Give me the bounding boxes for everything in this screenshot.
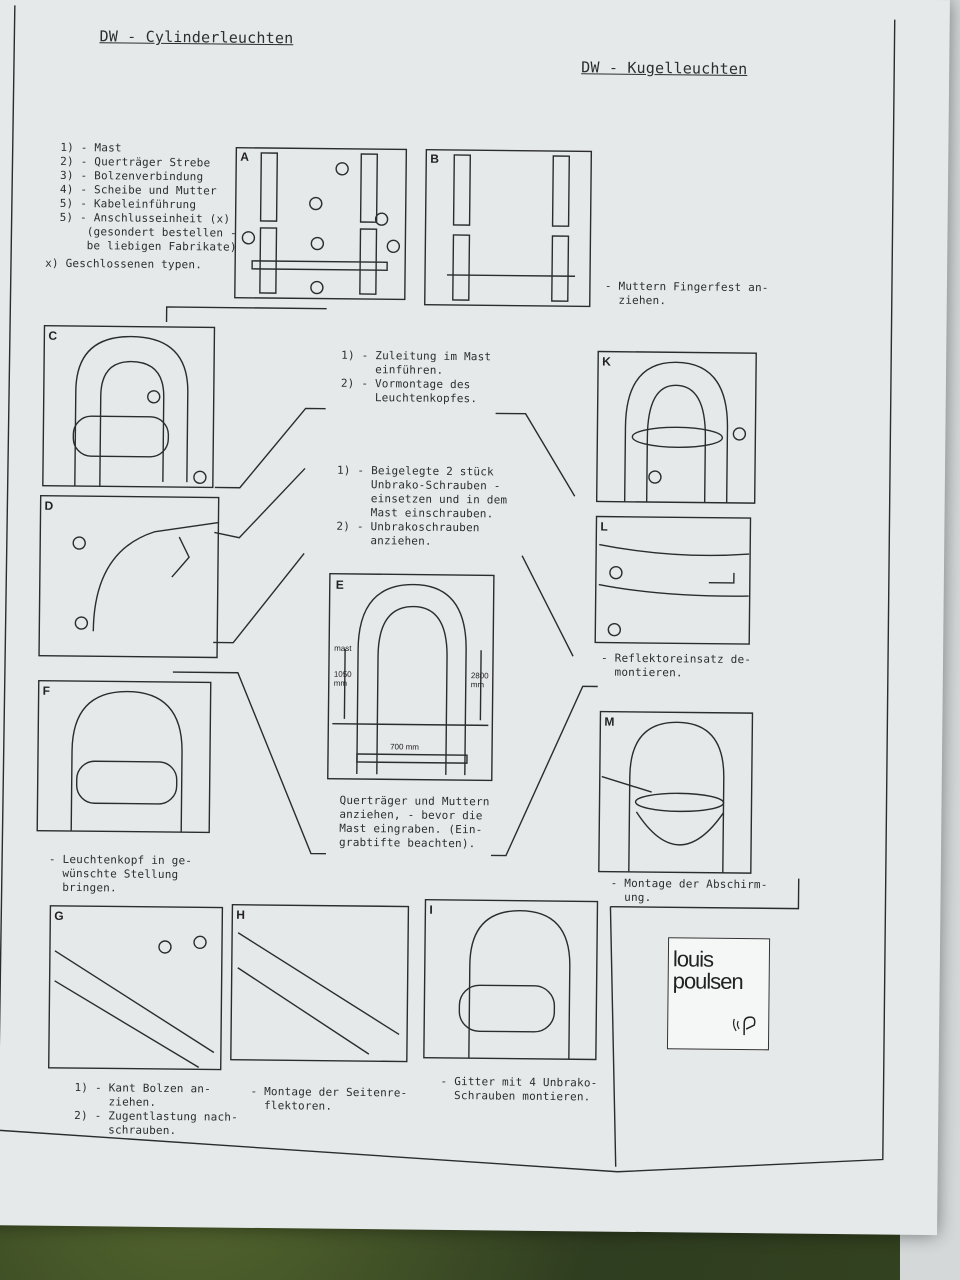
caption-f: - Leuchtenkopf in ge- wünschte Stellung … — [48, 852, 193, 895]
caption-g: 1) - Kant Bolzen an- ziehen. 2) - Zugent… — [74, 1081, 239, 1138]
panel-label-e: E — [335, 577, 344, 592]
panel-label-g: G — [54, 908, 64, 923]
dim-left-height: 1050 mm — [333, 669, 352, 688]
legend-item: be liebigen Fabrikate) — [59, 238, 237, 254]
panel-k-frame — [595, 350, 757, 504]
heading-right: DW - Kugelleuchten — [581, 58, 748, 79]
panel-f-frame — [36, 679, 212, 834]
panel-g-frame — [48, 905, 224, 1071]
heading-left: DW - Cylinderleuchten — [99, 27, 294, 48]
caption-i: - Gitter mit 4 Unbrako- Schrauben montie… — [440, 1074, 598, 1104]
panel-label-l: L — [600, 519, 608, 534]
caption-h: - Montage der Seitenre- flektoren. — [250, 1084, 408, 1113]
caption-m: - Montage der Abschirm- ung. — [610, 876, 768, 905]
caption-e: Querträger und Muttern anziehen, - bevor… — [339, 793, 490, 851]
panel-d-frame — [38, 494, 220, 659]
panel-e-frame — [327, 572, 495, 782]
panel-label-k: K — [602, 354, 611, 369]
dim-mast: mast — [334, 643, 352, 653]
legend-item: 5) - Kabeleinführung — [59, 196, 197, 212]
panel-label-m: M — [604, 714, 615, 729]
caption-center-mid: 1) - Beigelegte 2 stück Unbrako-Schraube… — [336, 463, 508, 548]
sheet-border-line — [0, 5, 896, 1173]
dim-width: 700 mm — [390, 742, 420, 752]
legend-note: x) Geschlossenen typen. — [45, 256, 203, 272]
legend-item: 2) - Querträger Strebe — [60, 154, 211, 170]
caption-center-top: 1) - Zuleitung im Mast einführen. 2) - V… — [340, 348, 492, 406]
panel-label-f: F — [42, 683, 51, 698]
panel-i-frame — [423, 899, 599, 1061]
panel-h-frame — [230, 903, 410, 1063]
legend-item: 1) - Mast — [60, 140, 122, 155]
panel-a-frame — [234, 146, 408, 301]
logo-symbol-icon — [732, 1016, 756, 1036]
panel-label-a: A — [240, 149, 250, 164]
panel-label-d: D — [44, 498, 54, 513]
caption-l: - Reflektoreinsatz de- montieren. — [600, 651, 752, 680]
caption-b: - Muttern Fingerfest an- ziehen. — [604, 279, 769, 308]
panel-label-b: B — [430, 151, 440, 166]
dim-right-height: 2800 mm — [470, 671, 489, 690]
panel-b-frame — [424, 148, 593, 308]
panel-label-c: C — [48, 328, 58, 343]
louis-poulsen-logo: louis poulsen — [666, 937, 771, 1051]
panel-label-h: H — [236, 907, 246, 922]
instruction-sheet: DW - Cylinderleuchten DW - Kugelleuchten… — [0, 0, 950, 1236]
panel-m-frame — [598, 710, 754, 874]
panel-l-frame — [594, 515, 752, 645]
logo-line2: poulsen — [672, 968, 743, 995]
diagram-artwork — [0, 5, 896, 1173]
panel-label-i: I — [429, 902, 433, 917]
legend-item: 3) - Bolzenverbindung — [59, 168, 204, 184]
panel-c-frame — [42, 324, 216, 489]
